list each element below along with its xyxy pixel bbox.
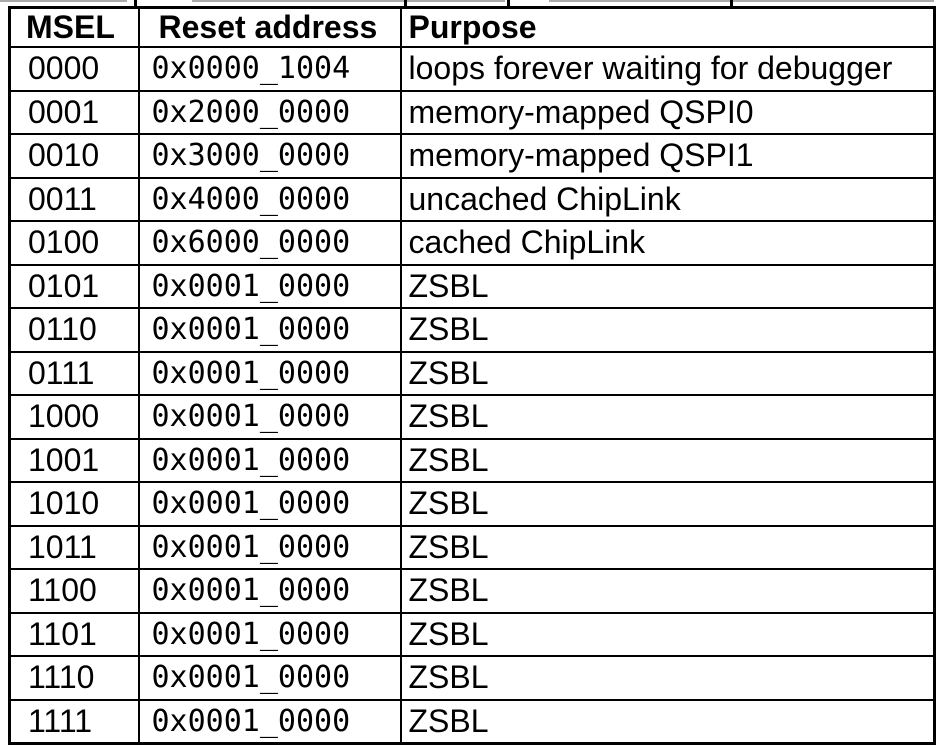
reset-address-cell: 0x0001_0000: [137, 394, 402, 440]
purpose-cell: ZSBL: [399, 524, 936, 570]
purpose-cell: loops forever waiting for debugger: [399, 46, 936, 92]
msel-cell: 0010: [8, 133, 140, 179]
screenshot-crop-edge: [0, 0, 940, 6]
crop-gray-line-segment: [0, 0, 127, 2]
msel-cell: 1111: [8, 698, 140, 744]
reset-address-cell: 0x0001_0000: [137, 524, 402, 570]
purpose-cell: ZSBL: [399, 568, 936, 614]
purpose-cell: memory-mapped QSPI1: [399, 133, 936, 179]
column-header-reset-address: Reset address: [137, 6, 402, 48]
reset-address-cell: 0x2000_0000: [137, 89, 402, 135]
reset-address-cell: 0x0001_0000: [137, 263, 402, 309]
crop-gray-line-segment: [192, 0, 505, 2]
crop-column-border-tick: [730, 0, 733, 6]
msel-cell: 0110: [8, 307, 140, 353]
msel-cell: 0001: [8, 89, 140, 135]
reset-address-cell: 0x0001_0000: [137, 307, 402, 353]
msel-cell: 0100: [8, 220, 140, 266]
msel-cell: 1110: [8, 655, 140, 701]
reset-address-cell: 0x0000_1004: [137, 46, 402, 92]
reset-address-cell: 0x4000_0000: [137, 176, 402, 222]
msel-cell: 0101: [8, 263, 140, 309]
purpose-cell: uncached ChipLink: [399, 176, 936, 222]
reset-address-cell: 0x0001_0000: [137, 350, 402, 396]
msel-cell: 1010: [8, 481, 140, 527]
msel-cell: 1100: [8, 568, 140, 614]
reset-address-cell: 0x0001_0000: [137, 481, 402, 527]
crop-gray-line-segment: [549, 0, 934, 2]
crop-column-border-tick: [404, 0, 407, 6]
column-header-purpose: Purpose: [399, 6, 936, 48]
msel-cell: 1000: [8, 394, 140, 440]
column-header-msel: MSEL: [8, 6, 140, 48]
msel-cell: 0000: [8, 46, 140, 92]
reset-address-cell: 0x0001_0000: [137, 568, 402, 614]
reset-address-cell: 0x0001_0000: [137, 611, 402, 657]
purpose-cell: ZSBL: [399, 655, 936, 701]
purpose-cell: ZSBL: [399, 263, 936, 309]
purpose-cell: ZSBL: [399, 437, 936, 483]
purpose-cell: ZSBL: [399, 307, 936, 353]
reset-address-cell: 0x0001_0000: [137, 655, 402, 701]
purpose-cell: memory-mapped QSPI0: [399, 89, 936, 135]
reset-address-cell: 0x0001_0000: [137, 698, 402, 744]
msel-cell: 0011: [8, 176, 140, 222]
reset-address-cell: 0x0001_0000: [137, 437, 402, 483]
crop-column-border-tick: [134, 0, 137, 6]
purpose-cell: ZSBL: [399, 394, 936, 440]
purpose-cell: ZSBL: [399, 481, 936, 527]
msel-cell: 0111: [8, 350, 140, 396]
msel-cell: 1001: [8, 437, 140, 483]
msel-cell: 1101: [8, 611, 140, 657]
purpose-cell: cached ChipLink: [399, 220, 936, 266]
msel-cell: 1011: [8, 524, 140, 570]
crop-column-border-tick: [507, 0, 510, 6]
purpose-cell: ZSBL: [399, 350, 936, 396]
purpose-cell: ZSBL: [399, 698, 936, 744]
purpose-cell: ZSBL: [399, 611, 936, 657]
reset-address-cell: 0x3000_0000: [137, 133, 402, 179]
reset-address-cell: 0x6000_0000: [137, 220, 402, 266]
table-header-row: MSEL Reset address Purpose: [8, 6, 936, 48]
